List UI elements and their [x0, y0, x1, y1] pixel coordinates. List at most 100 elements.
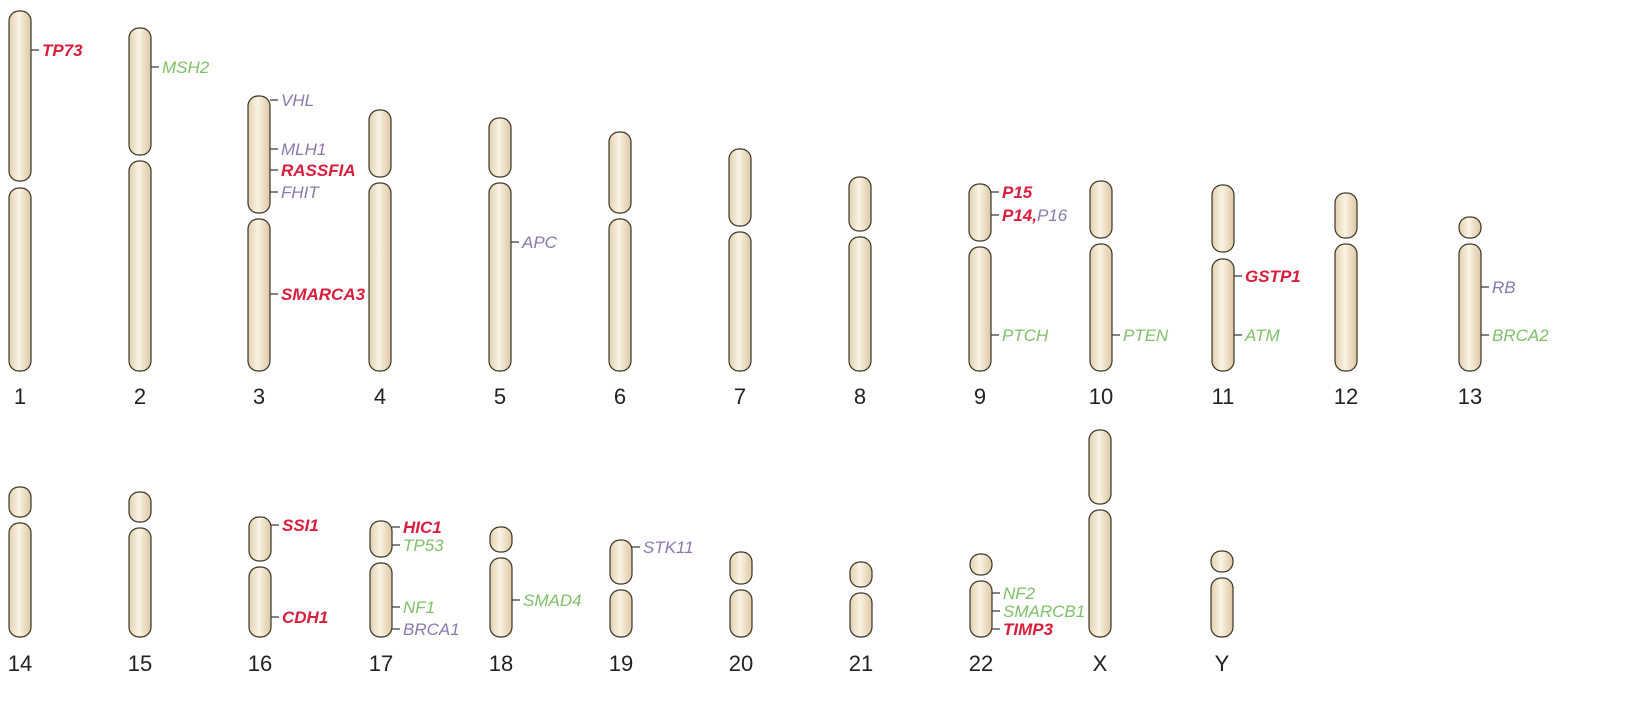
- gene-name: RB: [1492, 278, 1516, 297]
- gene-label: PTCH: [1002, 326, 1049, 345]
- p-arm: [608, 131, 632, 214]
- chromosome-number-label: 16: [248, 651, 272, 676]
- p-arm: [489, 526, 513, 553]
- chromosome-14: 14: [8, 486, 32, 676]
- gene-label: TP73: [42, 41, 83, 60]
- gene-name: TP73: [42, 41, 83, 60]
- chromosome-number-label: 12: [1334, 384, 1358, 409]
- gene-label: SMARCA3: [281, 285, 366, 304]
- chromosome-number-label: 10: [1089, 384, 1113, 409]
- gene-name: ATM: [1244, 326, 1280, 345]
- q-arm: [488, 182, 512, 372]
- q-arm: [729, 589, 753, 638]
- gene-label: P14,P16: [1002, 206, 1068, 225]
- chromosome-12: 12: [1334, 192, 1358, 409]
- chromosome-15: 15: [128, 491, 152, 676]
- gene-label: APC: [521, 233, 558, 252]
- chromosome-18: 18 SMAD4: [489, 526, 582, 676]
- gene-label: BRCA1: [403, 620, 460, 639]
- p-arm: [728, 148, 752, 227]
- gene-name: MSH2: [162, 58, 210, 77]
- gene-label: SSI1: [282, 516, 319, 535]
- p-arm: [969, 553, 993, 576]
- gene-label: NF1: [403, 598, 435, 617]
- chromosome-6: 6: [608, 131, 632, 409]
- p-arm: [369, 520, 393, 558]
- chromosome-number-label: 11: [1212, 384, 1235, 409]
- p-arm: [247, 95, 271, 214]
- chromosome-number-label: 9: [974, 384, 986, 409]
- chromosome-number-label: 2: [134, 384, 146, 409]
- gene-label: BRCA2: [1492, 326, 1549, 345]
- q-arm: [1458, 243, 1482, 372]
- q-arm: [849, 592, 873, 638]
- gene-label: TIMP3: [1003, 620, 1054, 639]
- gene-name: SMARCA3: [281, 285, 366, 304]
- gene-label: GSTP1: [1245, 267, 1301, 286]
- chromosome-number-label: 6: [614, 384, 626, 409]
- q-arm: [489, 557, 513, 638]
- p-arm: [729, 551, 753, 585]
- p-arm: [488, 117, 512, 178]
- gene-label: NF2: [1003, 584, 1036, 603]
- q-arm: [247, 218, 271, 372]
- chromosome-number-label: 7: [734, 384, 746, 409]
- gene-name: STK11: [643, 538, 694, 557]
- gene-name: PTEN: [1123, 326, 1169, 345]
- gene-name: NF1: [403, 598, 435, 617]
- gene-name: PTCH: [1002, 326, 1049, 345]
- chromosome-number-label: 15: [128, 651, 152, 676]
- gene-name: HIC1: [403, 518, 442, 537]
- gene-name: BRCA1: [403, 620, 460, 639]
- gene-name: SMAD4: [523, 591, 582, 610]
- gene-label: SMAD4: [523, 591, 582, 610]
- chromosome-number-label: 8: [854, 384, 866, 409]
- p-arm: [1210, 550, 1234, 573]
- gene-name: FHIT: [281, 183, 320, 202]
- chromosome-number-label: X: [1093, 651, 1108, 676]
- chromosome-21: 21: [849, 561, 873, 676]
- q-arm: [369, 562, 393, 638]
- chromosome-number-label: Y: [1215, 651, 1230, 676]
- chromosome-number-label: 19: [609, 651, 633, 676]
- q-arm: [128, 527, 152, 638]
- q-arm: [8, 187, 32, 372]
- gene-label: SMARCB1: [1003, 602, 1085, 621]
- gene-name: P16: [1037, 206, 1068, 225]
- p-arm: [1458, 216, 1482, 239]
- gene-name: BRCA2: [1492, 326, 1549, 345]
- q-arm: [969, 580, 993, 638]
- chromosome-number-label: 18: [489, 651, 513, 676]
- p-arm: [128, 491, 152, 523]
- q-arm: [248, 566, 272, 638]
- gene-label: ATM: [1244, 326, 1280, 345]
- chromosome-7: 7: [728, 148, 752, 409]
- gene-label: VHL: [281, 91, 314, 110]
- p-arm: [128, 27, 152, 156]
- q-arm: [1089, 243, 1113, 372]
- q-arm: [368, 182, 392, 372]
- p-arm: [248, 516, 272, 562]
- p-arm: [968, 183, 992, 242]
- q-arm: [608, 218, 632, 372]
- gene-name: SSI1: [282, 516, 319, 535]
- gene-name: SMARCB1: [1003, 602, 1085, 621]
- p-arm: [8, 486, 32, 518]
- p-arm: [1211, 184, 1235, 253]
- p-arm: [368, 109, 392, 178]
- p-arm: [1089, 180, 1113, 239]
- gene-label: RB: [1492, 278, 1516, 297]
- gene-label: MSH2: [162, 58, 210, 77]
- gene-name: VHL: [281, 91, 314, 110]
- gene-label: STK11: [643, 538, 694, 557]
- q-arm: [848, 236, 872, 372]
- gene-name: P14,: [1002, 206, 1037, 225]
- p-arm: [609, 539, 633, 585]
